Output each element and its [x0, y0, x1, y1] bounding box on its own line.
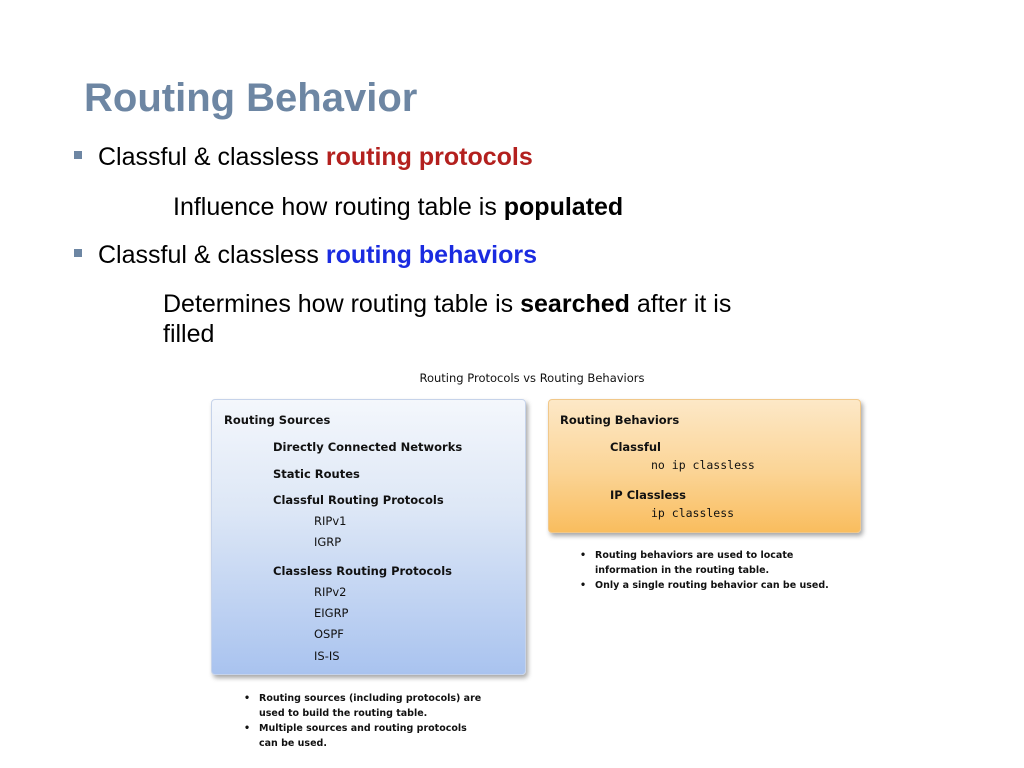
bullet-routing-protocols: Classful & classless routing protocols — [74, 142, 533, 172]
protocol-item: EIGRP — [314, 606, 349, 620]
routing-behaviors-box: Routing Behaviors Classful no ip classle… — [548, 399, 861, 533]
square-bullet-icon — [74, 151, 82, 160]
behaviors-notes: Routing behaviors are used to locateinfo… — [576, 548, 829, 593]
protocol-item: RIPv2 — [314, 585, 347, 599]
bullet-emphasis: routing protocols — [325, 143, 533, 171]
sub-bold: searched — [520, 290, 630, 318]
sub-text: Influence how routing table is — [173, 193, 504, 221]
sources-static: Static Routes — [273, 467, 360, 481]
note-item: Only a single routing behavior can be us… — [576, 578, 829, 593]
sources-classless-heading: Classless Routing Protocols — [273, 564, 452, 578]
sub-bold: populated — [503, 193, 624, 221]
bullet-emphasis: routing behaviors — [325, 241, 537, 269]
sources-notes: Routing sources (including protocols) ar… — [240, 691, 481, 751]
note-item: Routing sources (including protocols) ar… — [240, 691, 481, 721]
sources-classful-heading: Classful Routing Protocols — [273, 493, 444, 507]
bullet-text: Classful & classless — [98, 143, 326, 171]
square-bullet-icon — [74, 249, 82, 258]
behavior-classless-label: IP Classless — [610, 488, 686, 502]
sources-heading: Routing Sources — [224, 413, 331, 427]
routing-sources-box: Routing Sources Directly Connected Netwo… — [211, 399, 526, 675]
protocol-item: OSPF — [314, 627, 344, 641]
sub-tail: after it is — [629, 290, 732, 318]
bullet-routing-behaviors: Classful & classless routing behaviors — [74, 240, 537, 270]
sub-text: Determines how routing table is — [163, 290, 521, 318]
protocol-item: IS-IS — [314, 649, 340, 663]
bullet-text: Classful & classless — [98, 241, 326, 269]
behaviors-heading: Routing Behaviors — [560, 413, 680, 427]
behavior-classless-command: ip classless — [651, 506, 735, 520]
sub-point-populated: Influence how routing table is populated — [173, 192, 623, 222]
note-item: Routing behaviors are used to locateinfo… — [576, 548, 829, 578]
sources-connected: Directly Connected Networks — [273, 440, 463, 454]
sub-point-searched: Determines how routing table is searched… — [163, 289, 731, 349]
note-item: Multiple sources and routing protocolsca… — [240, 721, 481, 751]
figure-title: Routing Protocols vs Routing Behaviors — [419, 371, 645, 385]
slide-title: Routing Behavior — [84, 76, 418, 120]
protocol-item: RIPv1 — [314, 514, 347, 528]
behavior-classful-command: no ip classless — [651, 458, 755, 472]
protocol-item: IGRP — [314, 535, 342, 549]
sub-line2: filled — [163, 320, 215, 348]
behavior-classful-label: Classful — [610, 440, 661, 454]
